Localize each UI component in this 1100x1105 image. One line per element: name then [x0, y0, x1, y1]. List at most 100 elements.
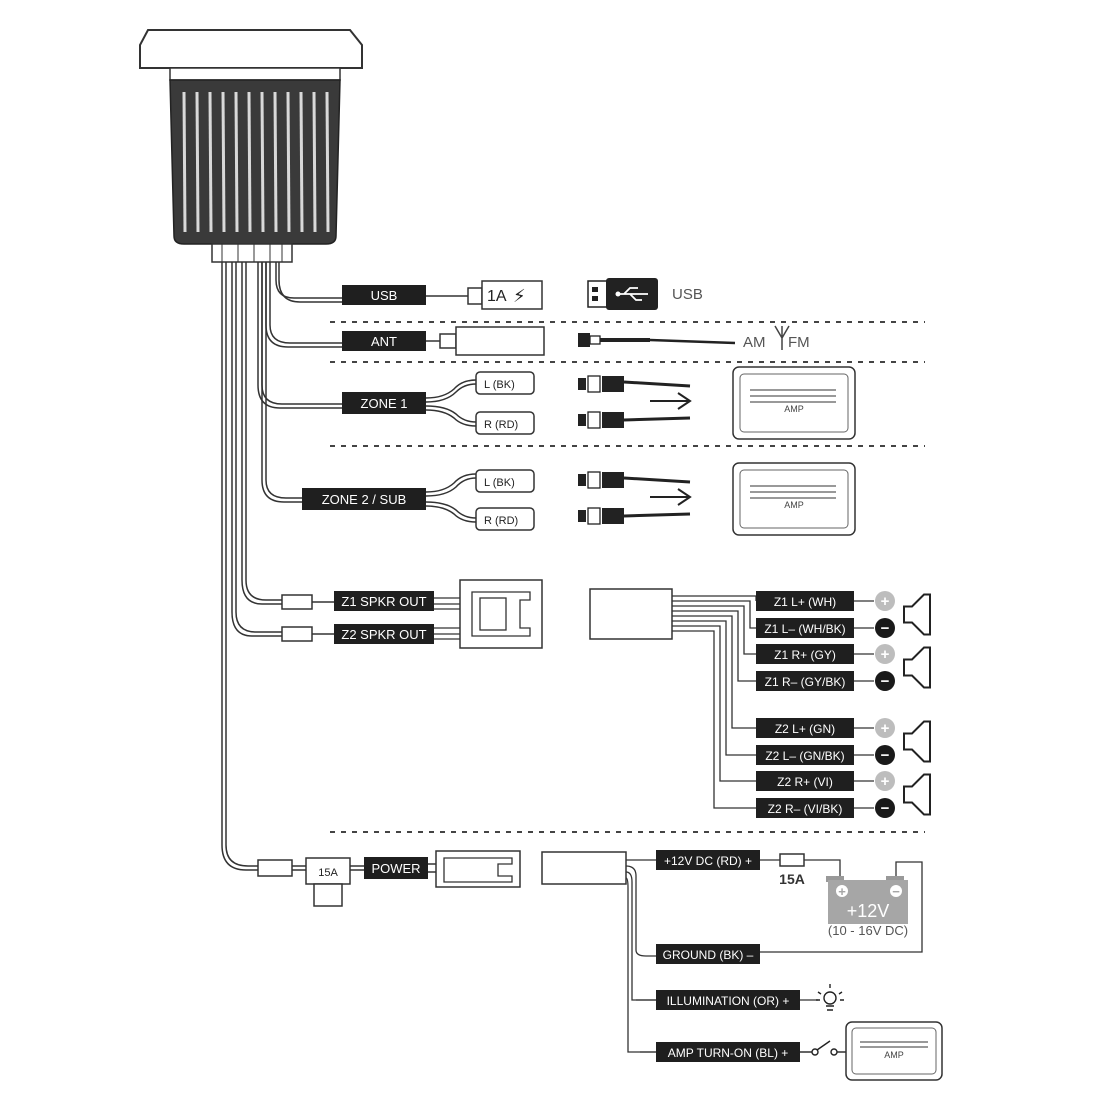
negative-terminal-icon	[875, 618, 895, 638]
positive-terminal-icon	[875, 718, 895, 738]
speaker-wire-label: Z2 R+ (VI)	[777, 775, 833, 789]
speaker-wire-label: Z1 R– (GY/BK)	[765, 675, 846, 689]
speaker-wire	[672, 625, 756, 782]
z2-spkr-out-label-box	[334, 624, 434, 644]
ant-label-box	[342, 331, 426, 351]
z1-spkr-out-label-box	[334, 591, 434, 611]
zone2-amp-label: AMP	[784, 500, 804, 510]
terminal-polarity: +	[881, 773, 890, 790]
ground-label-box	[656, 944, 760, 964]
z1-spkr-out-label: Z1 SPKR OUT	[341, 594, 426, 609]
illumination-label: ILLUMINATION (OR) +	[667, 994, 790, 1008]
ant-label: ANT	[371, 334, 397, 349]
ant-row: ANT AM FM	[342, 325, 810, 356]
battery-plus: +	[838, 884, 846, 899]
speaker-wire-label-box	[756, 671, 854, 691]
illumination-label-box	[656, 990, 800, 1010]
speaker-wire	[672, 600, 756, 629]
positive-terminal-icon	[875, 644, 895, 664]
section-separators	[330, 321, 925, 833]
speaker-wire-label: Z1 L– (WH/BK)	[764, 622, 845, 636]
battery-voltage: +12V	[847, 901, 890, 921]
speaker-wire-label: Z1 R+ (GY)	[774, 648, 836, 662]
usb-port	[481, 280, 543, 310]
terminal-polarity: −	[881, 800, 890, 817]
speaker-out-row: Z1 SPKR OUT Z2 SPKR OUT Z1 L+ (WH)+Z1 L–…	[281, 579, 931, 818]
speaker-harness-plug	[459, 579, 543, 649]
terminal-polarity: −	[881, 747, 890, 764]
amp-turn-on-label: AMP TURN-ON (BL) +	[668, 1046, 789, 1060]
switch-icon	[800, 1040, 846, 1056]
speaker-wire-label-box	[756, 745, 854, 765]
battery-minus: −	[892, 884, 900, 899]
speaker-wire-label: Z1 L+ (WH)	[774, 595, 836, 609]
antenna-jack	[455, 326, 545, 356]
zone2-rca-right	[475, 507, 535, 531]
zone1-amp: AMP	[732, 366, 856, 440]
usb-stick-icon	[587, 278, 658, 310]
power-label-box	[364, 857, 428, 879]
positive-terminal-icon	[875, 591, 895, 611]
speaker-wire-label-box	[756, 771, 854, 791]
power-amp: AMP	[845, 1021, 943, 1081]
light-bulb-icon	[816, 984, 844, 1011]
zone1-arrow-icon	[650, 392, 692, 410]
power-socket	[541, 851, 627, 885]
usb-label-box	[342, 285, 426, 305]
wire-harness	[221, 262, 342, 871]
speaker-wire-label: Z2 R– (VI/BK)	[768, 802, 843, 816]
zone2-rca-right-label: R (RD)	[484, 515, 518, 527]
speaker-wire	[672, 630, 756, 809]
speaker-icon	[903, 773, 931, 816]
inline-fuse-icon	[779, 853, 805, 867]
negative-terminal-icon	[875, 745, 895, 765]
power-amp-label: AMP	[884, 1050, 904, 1060]
zone1-rca-right	[475, 411, 535, 435]
power-plug	[435, 850, 521, 888]
speaker-wire	[672, 615, 756, 729]
ground-label: GROUND (BK) –	[663, 948, 754, 962]
antenna-plug-icon	[578, 333, 736, 347]
plus12-label-box	[656, 850, 760, 870]
usb-row: USB 1A ⚡ USB	[342, 278, 703, 310]
plus12-label: +12V DC (RD) +	[664, 854, 752, 868]
zone1-amp-label: AMP	[784, 404, 804, 414]
speaker-wire-label-box	[756, 618, 854, 638]
usb-device-label: USB	[672, 286, 703, 303]
zone2-rca-left	[475, 469, 535, 493]
blade-fuse-rating: 15A	[318, 867, 338, 879]
speaker-icon	[903, 720, 931, 763]
negative-terminal-icon	[875, 671, 895, 691]
amp-turn-on-label-box	[656, 1042, 800, 1062]
zone2-rca-left-label: L (BK)	[484, 477, 515, 489]
zone2-arrow-icon	[650, 488, 692, 506]
zone1-rca-plugs-icon	[578, 375, 691, 429]
blade-fuse: 15A	[305, 857, 351, 907]
power-label: POWER	[371, 861, 420, 876]
am-label: AM	[743, 334, 766, 351]
usb-label: USB	[371, 288, 398, 303]
inline-fuse-rating: 15A	[779, 871, 805, 887]
negative-terminal-icon	[875, 798, 895, 818]
speaker-icon	[903, 646, 931, 689]
speaker-wire-label: Z2 L– (GN/BK)	[765, 749, 844, 763]
zone2-row: ZONE 2 / SUB L (BK) R (RD) AMP	[302, 462, 856, 536]
terminal-polarity: −	[881, 620, 890, 637]
speaker-wire	[672, 610, 756, 682]
battery-icon: + − +12V	[826, 876, 908, 924]
speaker-icon	[903, 593, 931, 636]
speaker-wire-label-box	[756, 591, 854, 611]
positive-terminal-icon	[875, 771, 895, 791]
antenna-icon	[774, 325, 790, 350]
speaker-wire	[672, 595, 757, 601]
zone2-label: ZONE 2 / SUB	[322, 492, 407, 507]
terminal-polarity: +	[881, 593, 890, 610]
battery-range: (10 - 16V DC)	[828, 923, 908, 938]
zone1-rca-left	[475, 371, 535, 395]
zone2-amp: AMP	[732, 462, 856, 536]
stereo-unit	[139, 29, 363, 263]
speaker-harness-socket	[589, 588, 673, 640]
zone1-rca-left-label: L (BK)	[484, 379, 515, 391]
